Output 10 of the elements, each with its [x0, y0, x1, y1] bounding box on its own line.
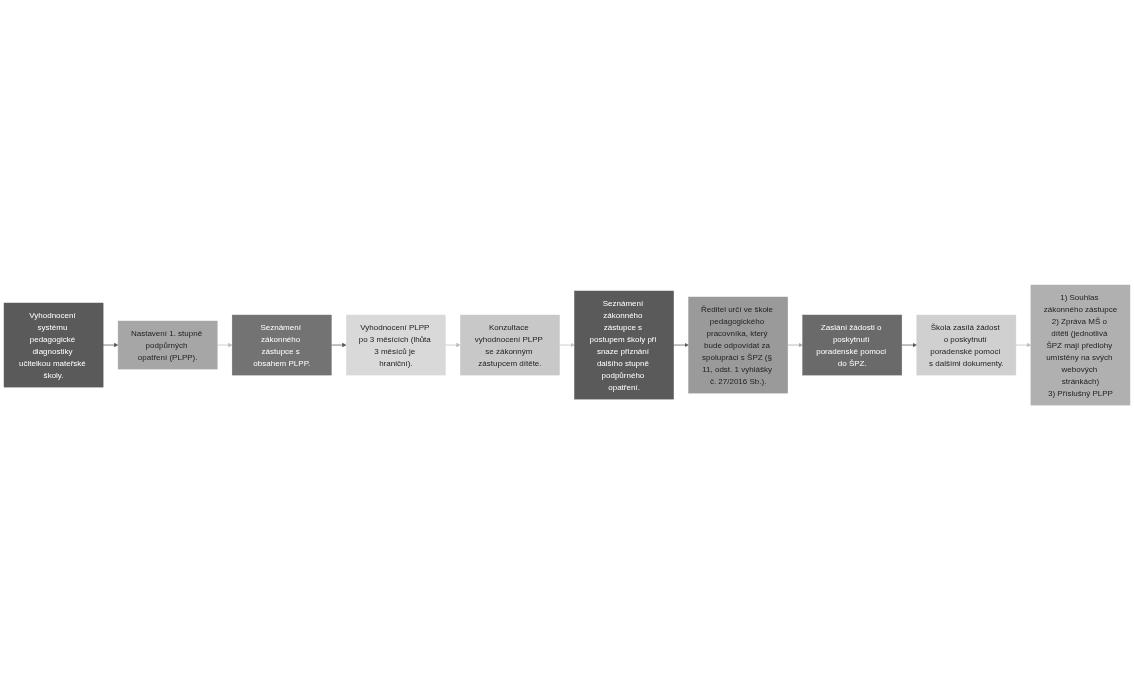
node-box: Vyhodnocení systému pedagogické diagnostiky učitelkou mateřské školy.	[3, 302, 104, 388]
node-box: Vyhodnocení PLPP po 3 měsících (lhůta 3 měsíců je hraniční).	[346, 314, 446, 376]
node-box: Konzultace vyhodnocení PLPP se zákonným zástupcem dítěte.	[460, 314, 560, 376]
node-box: Nastavení 1. stupně podpůrných opatření (PLPP).	[117, 320, 218, 370]
node-box: Seznámení zákonného zástupce s obsahem PLPP.	[231, 314, 332, 376]
node-box: Škola zasílá žádost o poskytnutí poradenské pomoci s dalšími dokumenty.	[916, 314, 1017, 376]
node-box: Zaslání žádosti o poskytnutí poradenské pomoci do ŠPZ.	[802, 314, 903, 376]
node-box: 1) Souhlas zákonného zástupce 2) Zpráva MŠ o dítěti (jednotlivá ŠPZ mají předlohy umístěny na svých webových stránkách) 3) Příslušný PLPP	[1030, 284, 1131, 406]
node-box: Ředitel určí ve škole pedagogického pracovníka, který bude odpovídat za spolupráci s ŠPZ (§ 11, odst. 1 vyhlášky č. 27/2016 Sb.).	[688, 296, 788, 394]
node-box: Seznámení zákonného zástupce s postupem školy při snaze přiznání dalšího stupně podpůrného opatření.	[574, 290, 674, 400]
